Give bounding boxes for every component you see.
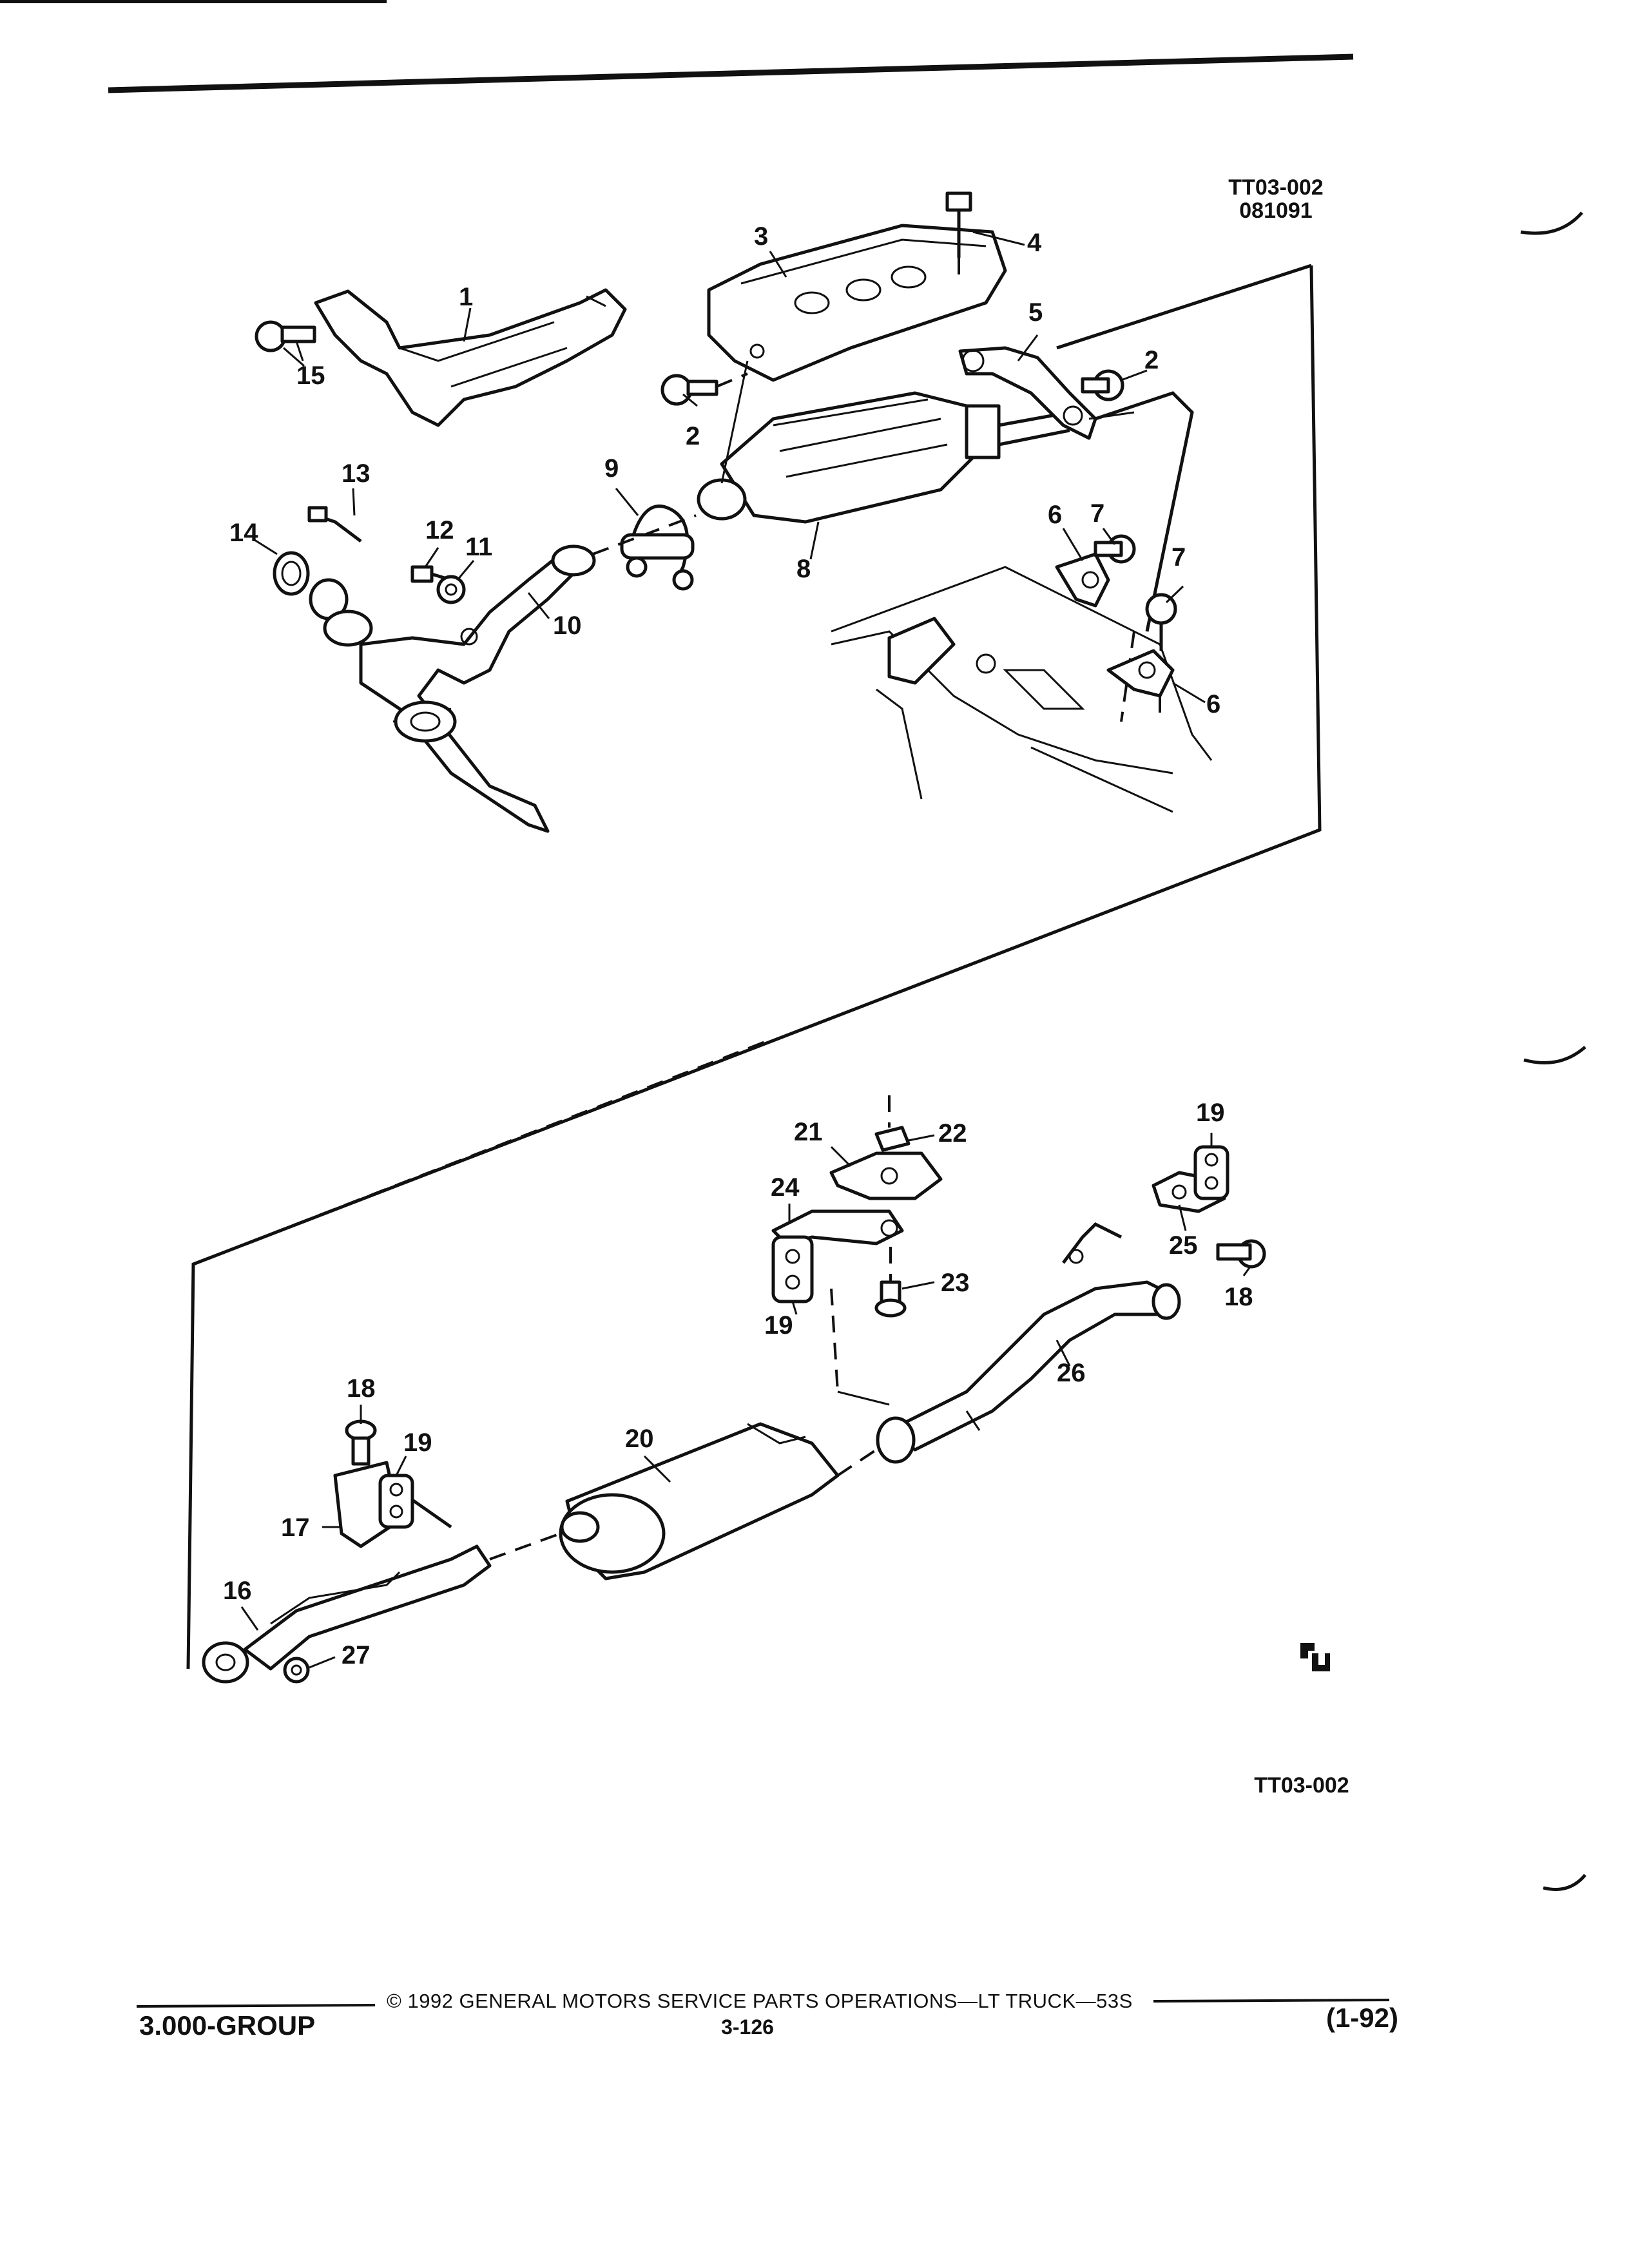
part-19-insulator-center [771, 1235, 814, 1303]
callout-26: 26 [1057, 1359, 1086, 1387]
part-11-nut [436, 575, 466, 604]
part-8-catalytic-converter [697, 391, 1070, 524]
part-3-converter-shield [707, 224, 1007, 382]
callout-17: 17 [281, 1514, 310, 1542]
callout-27: 27 [342, 1641, 371, 1669]
callout-12: 12 [425, 516, 454, 544]
part-15-bolt [255, 320, 316, 361]
callout-6-lower: 6 [1206, 690, 1220, 718]
callout-18-right: 18 [1224, 1283, 1253, 1311]
footer-group: 3.000-GROUP [139, 2010, 316, 2041]
part-10-y-pipe [359, 544, 596, 833]
part-27-nut [283, 1657, 310, 1684]
callout-24: 24 [771, 1173, 800, 1202]
callout-19-center: 19 [764, 1311, 793, 1340]
callout-19-right: 19 [1196, 1099, 1225, 1127]
leader-lines [240, 231, 1251, 1669]
part-26-tailpipe [830, 1222, 1181, 1464]
callout-18-left: 18 [347, 1374, 376, 1403]
footer-page-number: 3-126 [721, 2015, 774, 2039]
callout-14: 14 [229, 519, 258, 547]
frame-outline [186, 264, 1322, 1669]
part-16-front-pipe [202, 1544, 492, 1684]
callout-3: 3 [754, 222, 768, 251]
callout-6-upper: 6 [1048, 501, 1062, 529]
callout-2-right: 2 [1144, 346, 1159, 374]
part-2-bolt-right [1081, 369, 1124, 401]
callout-11: 11 [465, 533, 492, 561]
callout-5: 5 [1028, 298, 1043, 327]
callout-23: 23 [941, 1269, 970, 1297]
callout-15: 15 [296, 361, 325, 390]
figure-date-code: 081091 [1239, 198, 1313, 223]
callout-labels: 1 2 2 3 4 5 6 6 7 7 8 9 10 11 12 13 14 1… [223, 222, 1253, 1669]
part-13-stud [307, 506, 362, 543]
pipe-connection-line [592, 360, 749, 555]
callout-19-left: 19 [403, 1428, 432, 1457]
part-18-bolt-right [1216, 1239, 1266, 1269]
part-4-bolt [945, 191, 972, 277]
footer-revision: (1-92) [1325, 2003, 1398, 2033]
publisher-logo [1300, 1643, 1330, 1671]
callout-4: 4 [1027, 229, 1042, 257]
part-7-bolt-upper [1094, 534, 1136, 564]
callout-16: 16 [223, 1577, 252, 1605]
callout-13: 13 [342, 459, 371, 488]
callout-21: 21 [794, 1118, 823, 1146]
outer-pipe-right [1095, 391, 1194, 722]
callout-9: 9 [604, 454, 619, 483]
part-2-bolt-left [660, 372, 748, 406]
callout-1: 1 [459, 283, 473, 311]
part-20-muffler [489, 1422, 878, 1581]
figure-code-bottom: TT03-002 [1254, 1773, 1349, 1798]
callout-7-lower: 7 [1171, 543, 1186, 572]
callout-8: 8 [796, 555, 811, 583]
part-22-nut [874, 1095, 911, 1152]
callout-10: 10 [553, 611, 582, 640]
figure-code-header: TT03-002 [1228, 175, 1324, 200]
callout-20: 20 [625, 1425, 654, 1453]
callout-25: 25 [1169, 1231, 1198, 1260]
part-21-bracket [829, 1151, 943, 1200]
part-23-bolt [874, 1247, 907, 1318]
callout-2-left: 2 [686, 422, 700, 450]
part-6-bracket-lower [1106, 649, 1175, 722]
part-1-heat-shield [314, 288, 627, 427]
frame-rail [831, 566, 1213, 813]
part-18-bolt-left [345, 1419, 377, 1466]
callout-7-upper: 7 [1090, 499, 1104, 528]
part-6-bracket-upper [1055, 552, 1110, 608]
part-14-gasket [273, 551, 373, 647]
callout-22: 22 [938, 1119, 967, 1148]
footer-copyright: © 1992 GENERAL MOTORS SERVICE PARTS OPER… [387, 1990, 1133, 2012]
part-9-clamp [620, 505, 695, 591]
